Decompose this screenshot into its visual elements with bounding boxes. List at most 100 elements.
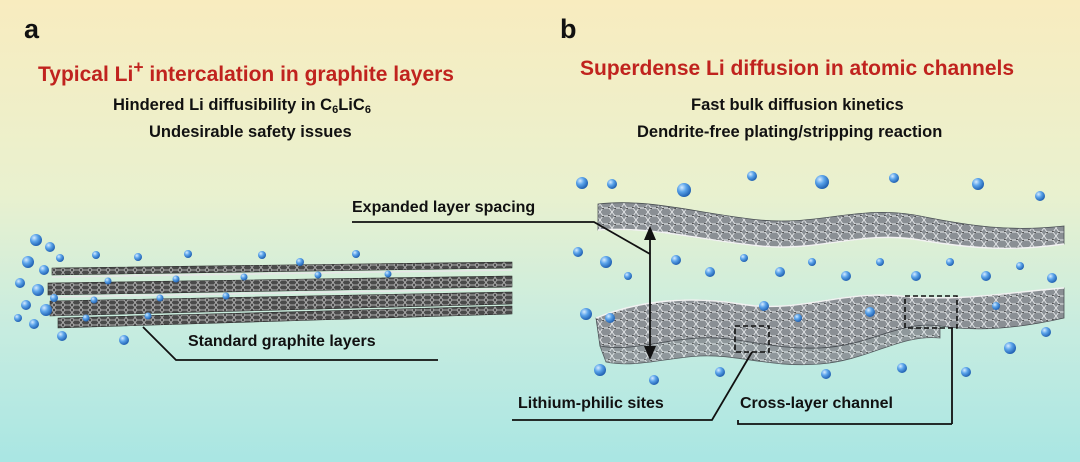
li-ion <box>821 369 831 379</box>
panel-a-line2: Undesirable safety issues <box>149 123 352 141</box>
lithium-philic-site-box <box>734 325 770 353</box>
li-ion <box>384 270 392 278</box>
li-ion <box>45 242 55 252</box>
lower-sheet <box>595 287 1065 349</box>
panel-a-title-text: Typical Li <box>38 63 134 86</box>
arrow-head-down <box>644 346 656 360</box>
layer-spacing-arrow <box>644 226 656 360</box>
li-ion <box>677 183 691 197</box>
li-ion <box>21 300 31 310</box>
callout-line-sites <box>512 351 753 421</box>
li-ion <box>715 367 725 377</box>
lower-sheet-2 <box>599 324 941 366</box>
panel-b-line1: Fast bulk diffusion kinetics <box>691 96 904 114</box>
upper-sheet <box>597 202 1065 249</box>
li-ion <box>119 335 129 345</box>
formula-sub-2: 6 <box>364 104 371 116</box>
graphite-sheet <box>47 275 513 296</box>
li-ions-panel-a <box>14 234 392 345</box>
li-ion <box>56 254 64 262</box>
formula-sub-1: 6 <box>332 104 339 116</box>
li-ion <box>1041 327 1051 337</box>
li-ion <box>889 173 899 183</box>
li-ion <box>876 258 884 266</box>
callout-standard-graphite-layers: Standard graphite layers <box>188 333 376 350</box>
formula-part-1: Hindered Li diffusibility in C <box>113 96 333 114</box>
li-ion <box>15 278 25 288</box>
li-ion <box>992 302 1000 310</box>
li-ions-panel-b <box>573 171 1057 385</box>
li-ion <box>14 314 22 322</box>
li-ion <box>184 250 192 258</box>
panel-a-letter: a <box>24 14 40 44</box>
callout-cross-layer-channel: Cross-layer channel <box>740 395 893 412</box>
panel-b-letter: b <box>560 14 577 44</box>
li-ion <box>22 256 34 268</box>
li-ion <box>775 267 785 277</box>
li-ion <box>576 177 588 189</box>
formula-part-2: LiC <box>338 96 365 114</box>
li-ion <box>92 251 100 259</box>
li-ion <box>156 294 164 302</box>
sheet-edge <box>49 288 513 298</box>
upper-sheet-edge <box>597 228 1065 250</box>
li-ion <box>961 367 971 377</box>
callout-expanded-layer-spacing: Expanded layer spacing <box>352 199 536 216</box>
li-ion <box>50 294 58 302</box>
li-ion <box>1004 342 1016 354</box>
li-ion <box>1016 262 1024 270</box>
li-ion <box>82 314 90 322</box>
li-ion <box>649 375 659 385</box>
panel-b-title: Superdense Li diffusion in atomic channe… <box>580 57 1015 80</box>
li-ion <box>258 251 266 259</box>
li-ion <box>815 175 829 189</box>
li-ion <box>911 271 921 281</box>
li-ion <box>32 284 44 296</box>
li-ion <box>144 312 152 320</box>
callout-line-layers <box>142 326 438 361</box>
li-ion <box>946 258 954 266</box>
arrow-head-up <box>644 226 656 240</box>
callout-line-channel <box>737 420 952 425</box>
cross-layer-channel-box <box>904 295 958 329</box>
li-ion-charge: + <box>133 57 144 77</box>
li-ion <box>240 273 248 281</box>
li-ion <box>104 277 112 285</box>
li-ion <box>57 331 67 341</box>
li-ion <box>624 272 632 280</box>
li-ion <box>705 267 715 277</box>
sheet-edge <box>51 269 513 278</box>
li-ion <box>972 178 984 190</box>
li-ion <box>1047 273 1057 283</box>
li-ion <box>841 271 851 281</box>
li-ion <box>808 258 816 266</box>
li-ion <box>605 313 615 323</box>
li-ion <box>134 253 142 261</box>
li-ion <box>671 255 681 265</box>
graphite-sheet <box>51 261 513 276</box>
li-ion <box>30 234 42 246</box>
panel-a-line1: Hindered Li diffusibility in C6LiC6 <box>113 96 371 116</box>
li-ion <box>607 179 617 189</box>
li-ion <box>29 319 39 329</box>
li-ion <box>40 304 52 316</box>
li-ion <box>759 301 769 311</box>
standard-graphite-layers <box>47 261 513 329</box>
li-ion <box>573 247 583 257</box>
panel-b-line2: Dendrite-free plating/stripping reaction <box>637 123 943 141</box>
callout-lithium-philic-sites: Lithium-philic sites <box>518 395 664 412</box>
li-ion <box>580 308 592 320</box>
li-ion <box>794 314 802 322</box>
li-ion <box>296 258 304 266</box>
panel-a-title-text-2: intercalation in graphite layers <box>143 63 454 86</box>
li-ion <box>314 271 322 279</box>
li-ion <box>90 296 98 304</box>
li-ion <box>865 307 875 317</box>
callout-line-spacing <box>352 221 651 255</box>
panel-a-title: Typical Li+ intercalation in graphite la… <box>38 57 454 87</box>
li-ion <box>594 364 606 376</box>
li-ion <box>352 250 360 258</box>
li-ion <box>897 363 907 373</box>
li-ion <box>981 271 991 281</box>
